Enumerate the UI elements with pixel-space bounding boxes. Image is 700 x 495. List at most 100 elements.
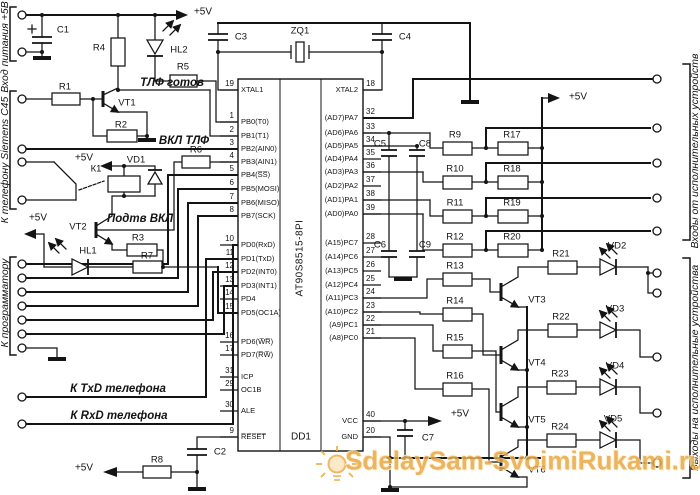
pin-label: (A11)PC3 bbox=[325, 293, 358, 302]
connector-circle bbox=[17, 343, 27, 353]
label-К-RxD-телефона: К RxD телефона bbox=[70, 410, 168, 422]
label-C5: C5 bbox=[373, 138, 387, 150]
pin-label: PD1(TxD) bbox=[241, 254, 275, 263]
pin-label: (AD4)PA4 bbox=[324, 154, 358, 163]
diode-symbols bbox=[71, 39, 618, 450]
label-R17: R17 bbox=[503, 129, 521, 141]
connector-circle bbox=[652, 288, 662, 298]
pin-label: (A15)PC7 bbox=[325, 238, 358, 247]
pin-number: 28 bbox=[366, 232, 375, 241]
label-+5V: +5V bbox=[450, 408, 470, 420]
pin-label: PB4(S̅S̅) bbox=[241, 170, 271, 179]
pin-label: PB3(AIN1) bbox=[241, 157, 277, 166]
pin-label: (AD0)PA0 bbox=[324, 209, 358, 218]
pin-label: PD4 bbox=[241, 294, 256, 303]
label-R15: R15 bbox=[446, 332, 464, 344]
pin-label: ALE bbox=[241, 406, 256, 415]
pin-number: 4 bbox=[229, 151, 234, 160]
pin-label: PB1(T1) bbox=[241, 131, 269, 140]
label-VT6: VT6 bbox=[528, 464, 546, 476]
label-R3: R3 bbox=[131, 232, 145, 244]
pin-label: PB6(MISO) bbox=[241, 198, 280, 207]
connector-circle bbox=[17, 47, 27, 57]
label-C9: C9 bbox=[418, 239, 432, 251]
pin-label: (A14)PC6 bbox=[325, 252, 358, 261]
pin-number: 38 bbox=[366, 189, 375, 198]
label-C3: C3 bbox=[234, 31, 248, 43]
label-R5: R5 bbox=[176, 61, 190, 73]
label-R4: R4 bbox=[92, 42, 106, 54]
connector-circle bbox=[17, 195, 27, 205]
pin-label: XTAL2 bbox=[335, 85, 358, 94]
connector-circle bbox=[652, 408, 662, 418]
label-R12: R12 bbox=[446, 231, 464, 243]
connector-circle bbox=[17, 94, 27, 104]
label-C6: C6 bbox=[373, 239, 387, 251]
label-R14: R14 bbox=[446, 295, 464, 307]
pin-number: 30 bbox=[225, 400, 234, 409]
connector-terminals bbox=[17, 10, 662, 468]
pin-number: 20 bbox=[366, 426, 375, 435]
pin-label: VCC bbox=[342, 416, 358, 425]
label-R20: R20 bbox=[503, 231, 521, 243]
connector-circle bbox=[17, 157, 27, 167]
label-R10: R10 bbox=[446, 163, 464, 175]
pin-number: 37 bbox=[366, 175, 375, 184]
pin-number: 22 bbox=[366, 314, 375, 323]
pin-number: 21 bbox=[366, 327, 375, 336]
label-C1: C1 bbox=[56, 24, 70, 36]
pin-label: GND bbox=[341, 432, 358, 441]
chip-body bbox=[237, 78, 364, 452]
wires bbox=[9, 6, 691, 489]
label-R19: R19 bbox=[503, 197, 521, 209]
pin-number: 23 bbox=[366, 301, 375, 310]
connector-circle bbox=[17, 301, 27, 311]
connector-circle bbox=[17, 10, 27, 20]
connector-circle bbox=[17, 259, 27, 269]
label-R11: R11 bbox=[446, 197, 464, 209]
connector-circle bbox=[652, 74, 662, 84]
label-R6: R6 bbox=[189, 144, 203, 156]
connector-circle bbox=[17, 287, 27, 297]
pin-label: PD2(INT0) bbox=[241, 267, 277, 276]
label-R1: R1 bbox=[58, 81, 72, 93]
pin-number: 7 bbox=[229, 192, 234, 201]
label-+5V: +5V bbox=[193, 6, 213, 18]
pin-number: 33 bbox=[366, 122, 375, 131]
label-C7: C7 bbox=[421, 432, 435, 444]
connector-circle bbox=[652, 458, 662, 468]
pin-number: 1 bbox=[229, 111, 234, 120]
pin-number: 29 bbox=[225, 379, 234, 388]
label-R2: R2 bbox=[114, 119, 128, 131]
label-+5V: +5V bbox=[74, 462, 94, 474]
connector-circle bbox=[652, 352, 662, 362]
crystal-symbol bbox=[295, 41, 305, 63]
pin-number: 9 bbox=[229, 426, 234, 435]
label-+5V: +5V bbox=[74, 152, 94, 164]
label-+5V: +5V bbox=[28, 212, 48, 224]
pin-number: 31 bbox=[225, 366, 234, 375]
label-ТЛФ-готов: ТЛФ готов bbox=[140, 77, 204, 89]
label-R21: R21 bbox=[552, 248, 570, 260]
watermark-text: SdelaySam-SvoimiRukami.ru bbox=[345, 445, 700, 476]
label-R18: R18 bbox=[503, 163, 521, 175]
label-HL1: HL1 bbox=[79, 245, 97, 257]
label-C2: C2 bbox=[213, 446, 227, 458]
pin-label: (A8)PC0 bbox=[329, 333, 358, 342]
pin-stubs bbox=[220, 89, 381, 438]
pin-label: XTAL1 bbox=[241, 85, 264, 94]
pin-number: 14 bbox=[225, 288, 234, 297]
label-К1: К1 bbox=[90, 163, 102, 175]
connector-circle bbox=[652, 268, 662, 278]
label-C8: C8 bbox=[418, 138, 432, 150]
pin-label: PD0(RxD) bbox=[241, 240, 276, 249]
pin-number: 5 bbox=[229, 164, 234, 173]
pin-label: (AD7)PA7 bbox=[324, 113, 358, 122]
label-VT4: VT4 bbox=[528, 357, 546, 369]
label-R23: R23 bbox=[551, 368, 569, 380]
connector-circle bbox=[17, 392, 27, 402]
label-VT2: VT2 bbox=[69, 221, 87, 233]
